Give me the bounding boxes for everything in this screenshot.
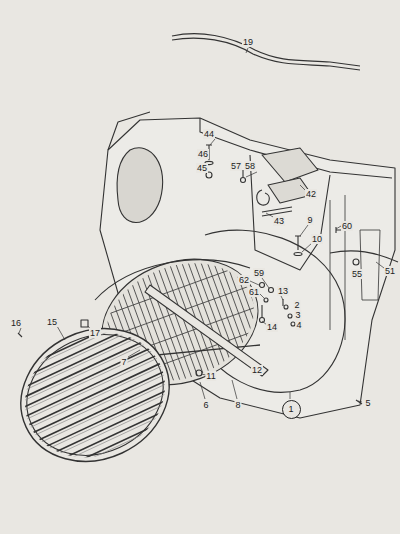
callout-number: 6 xyxy=(202,400,209,410)
callout-number: 59 xyxy=(253,268,265,278)
callout-number: 11 xyxy=(205,371,216,381)
callout-number: 8 xyxy=(234,400,241,410)
callout-number: 7 xyxy=(120,357,127,367)
callout-number: 43 xyxy=(273,216,285,226)
callout-number: 9 xyxy=(306,215,313,225)
callout-number: 19 xyxy=(242,37,254,47)
callout-number: 2 xyxy=(293,300,300,310)
callout-number: 42 xyxy=(305,189,317,199)
callout-number: 4 xyxy=(295,320,302,330)
callout-number: 60 xyxy=(341,221,353,231)
callout-number: 51 xyxy=(384,266,396,276)
callout-number: 13 xyxy=(277,286,289,296)
callout-number: 10 xyxy=(311,234,323,244)
callout-number: 62 xyxy=(238,275,250,285)
callout-number: 57 xyxy=(230,161,242,171)
callout-number: 44 xyxy=(203,129,215,139)
circled-callout: 1 xyxy=(282,400,301,419)
callout-number: 1 xyxy=(288,404,293,414)
callout-number: 14 xyxy=(266,322,278,332)
callout-number: 45 xyxy=(196,163,208,173)
callout-number: 58 xyxy=(244,161,256,171)
callout-number: 46 xyxy=(197,149,209,159)
callout-number: 15 xyxy=(46,317,58,327)
callout-number: 55 xyxy=(351,269,363,279)
callout-number: 12 xyxy=(251,365,263,375)
callout-number: 5 xyxy=(364,398,371,408)
callout-number: 3 xyxy=(294,310,301,320)
callout-number: 61 xyxy=(248,287,260,297)
callout-number: 17 xyxy=(89,328,101,338)
callout-number: 16 xyxy=(10,318,22,328)
